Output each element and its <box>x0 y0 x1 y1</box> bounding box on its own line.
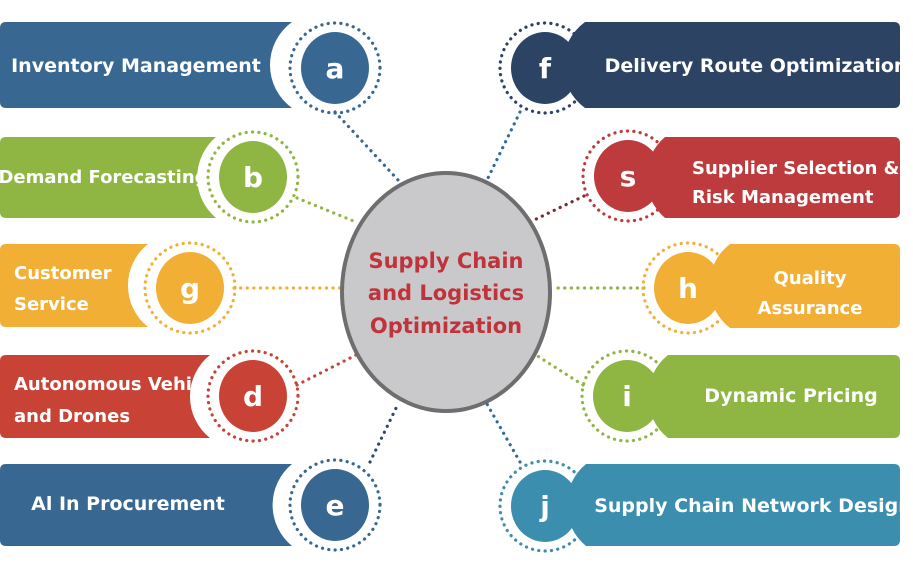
label-bar-b[interactable] <box>0 137 216 218</box>
connector-line-e <box>368 402 400 464</box>
dotted-ring-i <box>580 349 674 443</box>
center-node: Supply Chain and Logistics Optimization <box>340 171 552 413</box>
letter-a: a <box>326 52 345 85</box>
connector-line-d <box>295 353 358 387</box>
connector-line-f <box>485 110 522 182</box>
connector-line-j <box>485 402 522 464</box>
node-s[interactable]: Supplier Selection & Risk Management s <box>581 129 900 223</box>
node-f[interactable]: Delivery Route Optimization f <box>498 21 908 115</box>
letter-f: f <box>539 52 552 85</box>
label-text-h-line-1: Quality <box>774 268 847 289</box>
label-bar-f[interactable] <box>562 22 900 108</box>
dotted-ring-h <box>641 241 735 335</box>
label-bar-g[interactable] <box>0 244 148 327</box>
letter-s: s <box>620 160 637 193</box>
letter-j: j <box>539 490 550 523</box>
node-a[interactable]: Inventory Management a <box>0 21 382 115</box>
letter-e: e <box>326 489 345 522</box>
label-bar-e[interactable] <box>0 464 292 546</box>
node-b[interactable]: Demand Forecasting b <box>0 130 300 224</box>
label-text-i-line-1: Dynamic Pricing <box>704 385 877 407</box>
letter-i: i <box>622 380 632 413</box>
letter-badge-a[interactable] <box>301 32 369 104</box>
label-text-a-line-1: Inventory Management <box>11 55 261 77</box>
node-e[interactable]: Al In Procurement e <box>0 458 382 552</box>
letter-d: d <box>243 380 263 413</box>
dotted-ring-f <box>498 21 592 115</box>
dotted-ring-d <box>206 349 300 443</box>
letter-badge-h[interactable] <box>654 252 722 324</box>
connector-line-i <box>534 353 585 387</box>
label-bar-a[interactable] <box>0 22 292 108</box>
letter-badge-e[interactable] <box>301 469 369 541</box>
label-bar-s[interactable] <box>646 137 900 218</box>
label-text-b-line-1: Demand Forecasting <box>0 167 208 188</box>
label-text-j-line-1: Supply Chain Network Design <box>594 495 912 517</box>
dotted-ring-a <box>288 21 382 115</box>
center-title-line-1: Supply Chain <box>368 249 523 273</box>
label-text-d-line-1: Autonomous Vehic- <box>14 374 210 395</box>
node-j[interactable]: Supply Chain Network Design j <box>498 459 912 553</box>
label-text-f-line-1: Delivery Route Optimization <box>605 55 908 77</box>
connectors <box>232 110 646 464</box>
letter-b: b <box>243 161 263 194</box>
center-title-line-3: Optimization <box>370 314 522 338</box>
letter-badge-i[interactable] <box>593 360 661 432</box>
label-text-g-line-2: Service <box>14 294 89 315</box>
dotted-ring-s <box>581 129 675 223</box>
label-text-h-line-2: Assurance <box>758 298 863 319</box>
center-title-line-2: and Logistics <box>368 281 524 305</box>
letter-badge-g[interactable] <box>156 252 224 324</box>
dotted-ring-b <box>206 130 300 224</box>
center-ellipse <box>340 171 552 413</box>
label-text-s-line-1: Supplier Selection & <box>692 158 899 179</box>
label-bar-h[interactable] <box>709 244 900 328</box>
label-text-d-line-2: and Drones <box>14 406 130 427</box>
connector-line-a <box>333 110 400 182</box>
letter-h: h <box>678 272 698 305</box>
letter-badge-s[interactable] <box>594 140 662 212</box>
label-text-s-line-2: Risk Management <box>692 187 874 208</box>
label-text-e-line-1: Al In Procurement <box>31 493 225 515</box>
connector-line-b <box>295 196 358 224</box>
dotted-ring-e <box>288 458 382 552</box>
label-bar-d[interactable] <box>0 355 210 438</box>
letter-badge-f[interactable] <box>511 32 579 104</box>
connector-line-s <box>528 194 586 224</box>
label-text-g-line-1: Customer <box>14 263 112 284</box>
letter-badge-j[interactable] <box>511 470 579 542</box>
dotted-ring-g <box>143 241 237 335</box>
node-d[interactable]: Autonomous Vehic-and Drones d <box>0 349 300 443</box>
letter-badge-b[interactable] <box>219 141 287 213</box>
letter-g: g <box>180 272 200 305</box>
dotted-ring-j <box>498 459 592 553</box>
letter-badge-d[interactable] <box>219 360 287 432</box>
node-i[interactable]: Dynamic Pricing i <box>580 349 900 443</box>
label-bar-j[interactable] <box>566 464 900 546</box>
label-bar-i[interactable] <box>647 355 900 438</box>
